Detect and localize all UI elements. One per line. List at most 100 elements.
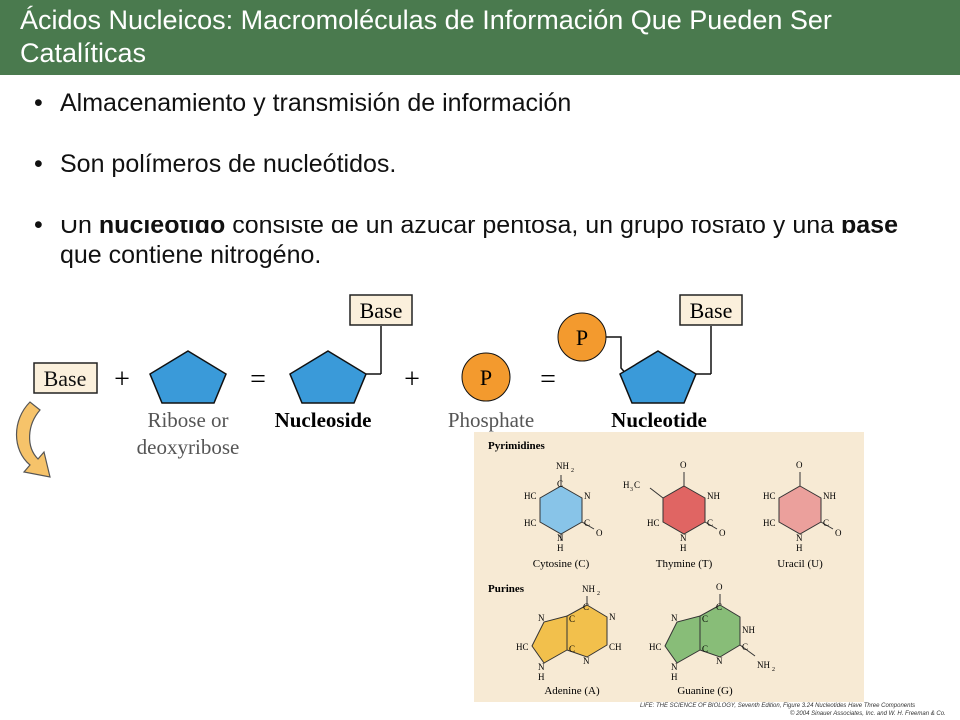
atom-label: O (719, 528, 726, 538)
deoxyribose-label: deoxyribose (137, 435, 240, 459)
atom-label: C (702, 644, 708, 654)
atom-label: O (596, 528, 603, 538)
atom-label: C (742, 642, 748, 652)
nucleotide-pentagon (619, 350, 697, 404)
atom-label: C (716, 602, 722, 612)
figure-credit: LIFE: THE SCIENCE OF BIOLOGY, Seventh Ed… (640, 702, 946, 718)
atom-label: H (671, 672, 678, 682)
phosphate-label: Phosphate (448, 408, 534, 432)
equals-sign: = (540, 364, 556, 395)
atom-label: N (538, 662, 545, 672)
atom-label: C (569, 614, 575, 624)
atom-label: H (680, 543, 687, 553)
bullet-text: consiste de un azúcar pentosa, un grupo … (225, 220, 841, 239)
bullet-text: Almacenamiento y transmisión de informac… (60, 89, 572, 117)
atom-label: HC (516, 642, 529, 652)
atom-label: N (671, 662, 678, 672)
atom-label: H (623, 480, 630, 490)
credit-line: LIFE: THE SCIENCE OF BIOLOGY, Seventh Ed… (640, 703, 916, 709)
bullet-text: Son polímeros de nucleótidos. (60, 150, 397, 178)
base-label: Base (360, 298, 403, 323)
atom-label: C (823, 518, 829, 528)
bullet-text: Un (60, 220, 99, 239)
nucleotide-base-box: Base (679, 294, 743, 326)
base-box: Base (33, 362, 98, 394)
atom-label: CH (609, 642, 622, 652)
equals-sign: = (250, 364, 266, 395)
page-title: Ácidos Nucleicos: Macromoléculas de Info… (20, 5, 832, 68)
atom-subscript: 2 (597, 591, 600, 597)
atom-label: C (707, 518, 713, 528)
atom-label: C (557, 479, 563, 489)
base-label: Base (690, 298, 733, 323)
atom-label: NH (556, 461, 569, 471)
atom-label: N (671, 613, 678, 623)
atom-label: O (835, 528, 842, 538)
atom-label: N (584, 491, 591, 501)
bullet-list-continued: x x Un nucleótido consiste de un azúcar … (34, 220, 914, 278)
atom-label: O (680, 460, 687, 470)
atom-label: NH (707, 491, 720, 501)
atom-label: H (796, 543, 803, 553)
atom-label: N (680, 533, 687, 543)
nucleoside-base-box: Base (349, 294, 413, 326)
bold-term-nucleotide: nucleótido (98, 220, 226, 239)
atom-label: O (716, 582, 723, 592)
atom-label: C (583, 602, 589, 612)
phosphate-circle (461, 352, 511, 402)
bullet-list: Almacenamiento y transmisión de informac… (34, 88, 914, 210)
atom-label: NH (823, 491, 836, 501)
cytosine-label: Cytosine (C) (533, 558, 590, 570)
nucleoside-pentagon (289, 350, 367, 404)
atom-subscript: 2 (571, 468, 574, 474)
atom-label: HC (524, 518, 537, 528)
atom-label: NH (582, 584, 595, 594)
bases-panel (474, 432, 864, 702)
atom-subscript: 2 (772, 667, 775, 673)
plus-sign: + (114, 364, 130, 395)
base-label: Base (44, 366, 87, 391)
atom-subscript: 3 (630, 487, 633, 493)
credit-line: © 2004 Sinauer Associates, Inc. and W. H… (790, 711, 946, 717)
atom-label: N (538, 613, 545, 623)
adenine-label: Adenine (A) (544, 685, 600, 697)
thymine-label: Thymine (T) (656, 558, 713, 570)
bullet-clip: x x Un nucleótido consiste de un azúcar … (0, 220, 960, 278)
uracil-structure: O NH C O N H HC HC Uracil (U) (763, 460, 842, 570)
pyrimidines-heading: Pyrimidines (488, 440, 546, 452)
atom-label: H (538, 672, 545, 682)
nucleoside-label: Nucleoside (275, 408, 372, 432)
atom-label: C (569, 644, 575, 654)
bullet-item: Almacenamiento y transmisión de informac… (34, 88, 914, 118)
atom-label: N (716, 656, 723, 666)
atom-label: NH (757, 660, 770, 670)
bullet-item: Un nucleótido consiste de un azúcar pent… (34, 220, 914, 270)
uracil-label: Uracil (U) (777, 558, 823, 570)
atom-label: HC (763, 518, 776, 528)
atom-label: C (634, 480, 640, 490)
nucleotide-label: Nucleotide (611, 408, 707, 432)
purines-heading: Purines (488, 583, 525, 595)
atom-label: C (584, 518, 590, 528)
atom-label: HC (524, 491, 537, 501)
atom-label: HC (647, 518, 660, 528)
atom-label: N (557, 533, 564, 543)
bullet-item: Son polímeros de nucleótidos. (34, 149, 914, 179)
atom-label: N (796, 533, 803, 543)
atom-label: C (702, 614, 708, 624)
ribose-pentagon (149, 350, 227, 404)
atom-label: N (609, 612, 616, 622)
ribose-label: Ribose or (147, 408, 228, 432)
atom-label: O (796, 460, 803, 470)
atom-label: HC (763, 491, 776, 501)
title-bar: Ácidos Nucleicos: Macromoléculas de Info… (0, 0, 960, 75)
atom-label: H (557, 543, 564, 553)
bold-term-base: base (840, 220, 898, 239)
atom-label: NH (742, 625, 755, 635)
atom-label: HC (649, 642, 662, 652)
